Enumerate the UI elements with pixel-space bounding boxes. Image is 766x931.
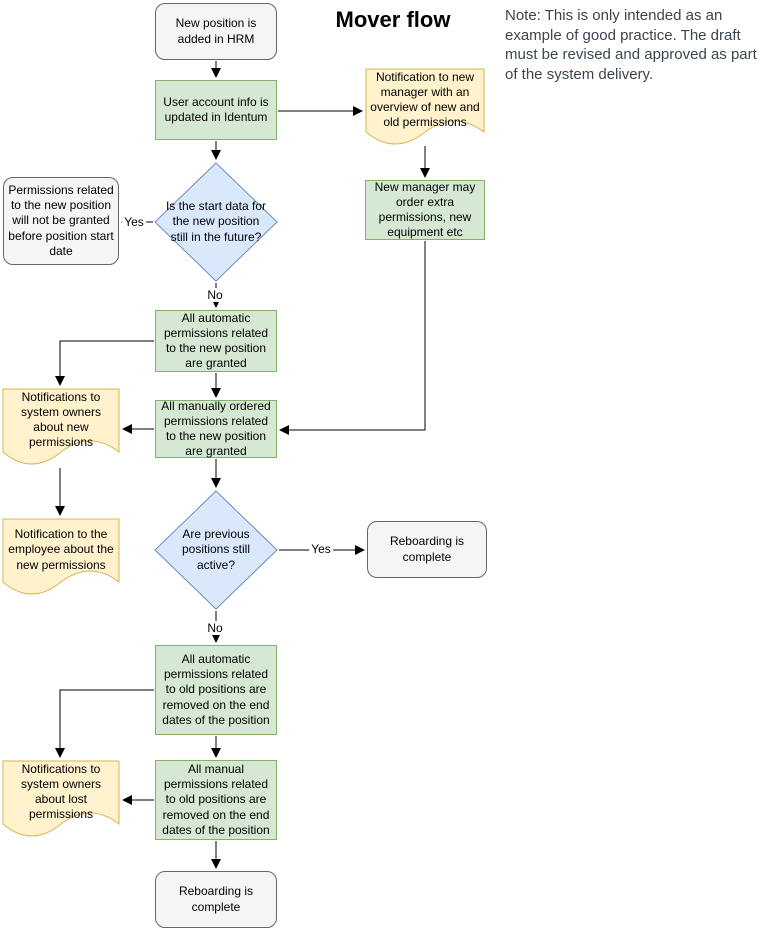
decision-diamond-shape: [154, 490, 278, 610]
document-shape: [2, 760, 120, 840]
edge-auto-granted-to-notify-owners-new: [55, 340, 154, 386]
edge-label-startdate-yes: Yes: [122, 215, 146, 229]
node-label: All automatic permissions related to the…: [163, 310, 269, 371]
node-label: Notifications to system owners about new…: [20, 389, 102, 450]
node-label: Are previous positions still active?: [181, 527, 251, 572]
node-label: New position is added in HRM: [175, 16, 257, 46]
node-previous-positions-check: Are previous positions still active?: [154, 490, 278, 610]
node-label: Is the start data for the new position s…: [165, 199, 267, 244]
node-label: All manually ordered permissions related…: [161, 398, 271, 459]
node-identum-update: User account info is updated in Identum: [155, 80, 277, 140]
node-label: All automatic permissions related to old…: [162, 652, 270, 727]
note-text: Note: This is only intended as an exampl…: [505, 7, 757, 83]
node-label: Notification to the employee about the n…: [8, 527, 114, 572]
node-notify-owners-lost: Notifications to system owners about los…: [2, 760, 120, 840]
document-shape: [2, 518, 120, 598]
node-label: Notifications to system owners about los…: [20, 761, 102, 822]
node-reboarding-complete-right: Reboarding is complete: [367, 521, 487, 578]
node-notify-employee: Notification to the employee about the n…: [2, 518, 120, 598]
edge-auto-removed-to-notify-owners-lost: [55, 689, 154, 758]
edge-label-previous-no: No: [205, 621, 225, 635]
page-title: Mover flow: [335, 7, 451, 32]
edge-label-startdate-no: No: [205, 288, 225, 302]
node-label: Notification to new manager with an over…: [370, 69, 480, 130]
node-auto-granted: All automatic permissions related to the…: [155, 310, 277, 372]
node-wait-for-start-date: Permissions related to the new position …: [3, 177, 119, 265]
node-notify-new-manager: Notification to new manager with an over…: [365, 68, 485, 148]
node-label: Reboarding is complete: [178, 884, 254, 914]
node-start: New position is added in HRM: [155, 3, 277, 60]
node-reboarding-complete-end: Reboarding is complete: [155, 871, 277, 928]
document-shape: [365, 68, 485, 148]
node-start-date-check: Is the start data for the new position s…: [154, 162, 278, 282]
node-manager-extra-orders: New manager may order extra permissions,…: [365, 180, 485, 240]
node-notify-owners-new: Notifications to system owners about new…: [2, 388, 120, 468]
node-label: Permissions related to the new position …: [8, 183, 114, 258]
document-shape: [2, 388, 120, 468]
node-label: All manual permissions related to old po…: [162, 762, 270, 837]
node-manual-granted: All manually ordered permissions related…: [155, 398, 277, 459]
edge-label-previous-yes: Yes: [309, 542, 333, 556]
node-auto-removed: All automatic permissions related to old…: [155, 645, 277, 735]
node-label: Reboarding is complete: [389, 534, 465, 564]
node-manual-removed: All manual permissions related to old po…: [155, 760, 277, 840]
node-label: User account info is updated in Identum: [163, 94, 269, 124]
edge-extra-orders-to-manual-granted: [279, 241, 426, 435]
decision-diamond-shape: [154, 162, 278, 282]
node-label: New manager may order extra permissions,…: [374, 179, 476, 240]
